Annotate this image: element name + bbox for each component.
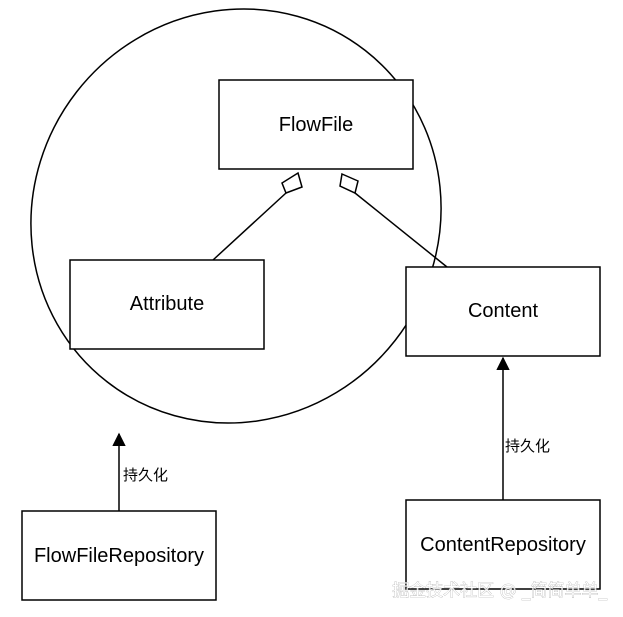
node-label-flowfilerepository: FlowFileRepository: [34, 545, 204, 567]
node-attribute[interactable]: Attribute: [69, 259, 265, 350]
aggregation-diamond-content: [339, 172, 359, 195]
node-flowfile[interactable]: FlowFile: [218, 79, 414, 170]
watermark-text: 掘金技术社区 @ _简简单单_: [392, 581, 607, 601]
grouping-ellipse: [30, 8, 442, 424]
node-contentrepository[interactable]: ContentRepository: [405, 499, 601, 590]
node-flowfilerepository[interactable]: FlowFileRepository: [21, 510, 217, 601]
node-content[interactable]: Content: [405, 266, 601, 357]
edge-label-content-persist: 持久化: [505, 437, 550, 455]
edge-flowfile-content: [339, 172, 448, 268]
edge-flowfile-attribute: [212, 171, 303, 261]
node-label-attribute: Attribute: [130, 293, 204, 315]
edge-label-flowfile-persist: 持久化: [123, 466, 168, 484]
aggregation-diamond-attribute: [281, 171, 303, 194]
node-label-flowfile: FlowFile: [279, 114, 353, 136]
node-label-content: Content: [468, 300, 538, 322]
node-label-contentrepository: ContentRepository: [420, 534, 586, 556]
